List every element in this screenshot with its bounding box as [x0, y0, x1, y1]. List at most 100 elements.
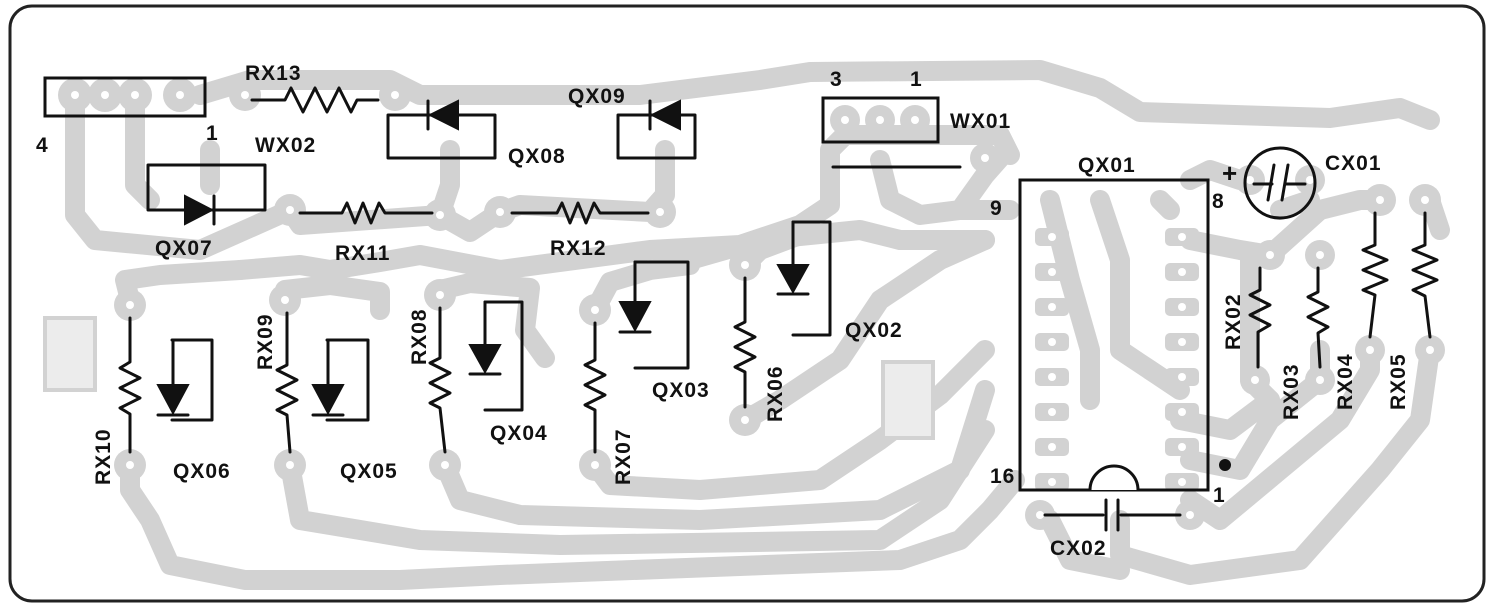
label-rx09: RX09	[254, 313, 277, 370]
label-ic-pin8: 8	[1212, 190, 1225, 213]
resistor-rx02	[1248, 266, 1272, 369]
pad	[729, 249, 761, 281]
pad	[88, 78, 122, 112]
ic-pads	[1035, 228, 1199, 491]
label-cx02: CX02	[1050, 537, 1107, 560]
label-cx01-plus: +	[1222, 158, 1238, 188]
copper-traces	[65, 60, 1450, 590]
label-qx08: QX08	[508, 145, 566, 168]
pad	[1235, 165, 1265, 195]
pad	[1305, 365, 1335, 395]
resistor-rx11	[298, 201, 434, 225]
pad	[1025, 500, 1055, 530]
capacitor-cx02	[1043, 498, 1182, 532]
diode-qx07	[146, 163, 267, 226]
diode-qx09	[616, 99, 697, 160]
label-ic-pin1: 1	[1213, 484, 1226, 507]
pad	[579, 449, 611, 481]
blank-area-center	[881, 360, 935, 440]
label-rx05: RX05	[1387, 353, 1410, 410]
pad	[424, 279, 456, 311]
pad	[830, 105, 860, 135]
pad	[429, 449, 461, 481]
pad	[274, 449, 306, 481]
label-qx01: QX01	[1078, 154, 1136, 177]
label-rx11: RX11	[335, 242, 390, 265]
pad	[58, 78, 92, 112]
label-cx01: CX01	[1325, 152, 1382, 175]
label-wx02-pin1: 1	[206, 122, 219, 145]
resistor-rx09	[275, 311, 299, 454]
resistor-rx13	[250, 86, 380, 114]
label-rx07: RX07	[612, 428, 635, 485]
resistor-rx06	[733, 276, 757, 409]
pad	[865, 105, 895, 135]
board-outline	[8, 4, 1486, 603]
label-rx02: RX02	[1222, 293, 1245, 350]
label-wx02-pin4: 4	[36, 134, 49, 157]
resistor-rx04	[1361, 211, 1389, 339]
pad	[424, 199, 456, 231]
pad	[1355, 335, 1385, 365]
pad	[1364, 184, 1396, 216]
resistor-rx12	[510, 201, 650, 225]
resistor-rx07	[583, 321, 607, 454]
label-wx01-pin1: 1	[910, 68, 923, 91]
diode-qx08	[386, 99, 497, 160]
pad	[484, 196, 516, 228]
resistor-rx10	[118, 316, 142, 454]
pad	[118, 78, 152, 112]
pad	[1240, 365, 1270, 395]
connector-wx02	[43, 76, 207, 118]
blank-area-left	[43, 316, 97, 392]
capacitor-cx01	[1243, 146, 1317, 220]
pad	[1255, 240, 1285, 270]
pad	[229, 79, 261, 111]
diode-qx02	[776, 220, 832, 337]
label-rx12: RX12	[550, 237, 607, 260]
label-rx13: RX13	[245, 62, 302, 85]
label-rx04: RX04	[1334, 353, 1357, 410]
label-qx09: QX09	[568, 85, 626, 108]
label-qx04: QX04	[490, 422, 548, 445]
label-ic-pin9: 9	[990, 197, 1003, 220]
pad	[1295, 165, 1325, 195]
label-rx06: RX06	[764, 365, 787, 422]
pad	[114, 449, 146, 481]
labels: 4 1 WX02 RX13 QX08 QX09 3 1 WX01 QX07 RX…	[36, 62, 1410, 560]
diode-qx05	[311, 338, 370, 422]
pad	[579, 294, 611, 326]
diode-qx04	[468, 300, 524, 412]
label-qx05: QX05	[340, 460, 398, 483]
pad	[163, 78, 197, 112]
pad	[379, 79, 411, 111]
label-wx01-pin3: 3	[830, 68, 843, 91]
pad	[1415, 335, 1445, 365]
pad	[1305, 240, 1335, 270]
pad	[729, 404, 761, 436]
label-qx07: QX07	[155, 237, 213, 260]
label-qx06: QX06	[173, 460, 231, 483]
label-wx02: WX02	[255, 134, 316, 157]
label-qx02: QX02	[845, 319, 903, 342]
pin1-dot	[1219, 459, 1231, 471]
pad	[644, 196, 676, 228]
pad	[114, 289, 146, 321]
ic-qx01	[1018, 178, 1231, 492]
diode-qx06	[156, 338, 214, 422]
resistor-rx08	[428, 306, 452, 454]
pad	[274, 194, 306, 226]
label-wx01: WX01	[950, 110, 1011, 133]
pads	[58, 78, 1445, 530]
label-ic-pin16: 16	[990, 465, 1015, 488]
pad	[1409, 184, 1441, 216]
pad	[1175, 500, 1205, 530]
connector-wx01	[821, 96, 940, 144]
label-rx03: RX03	[1280, 363, 1303, 420]
pad	[269, 284, 301, 316]
pad	[970, 143, 1000, 173]
resistor-rx03	[1306, 266, 1330, 369]
label-rx10: RX10	[92, 428, 115, 485]
resistor-rx05	[1411, 211, 1439, 339]
